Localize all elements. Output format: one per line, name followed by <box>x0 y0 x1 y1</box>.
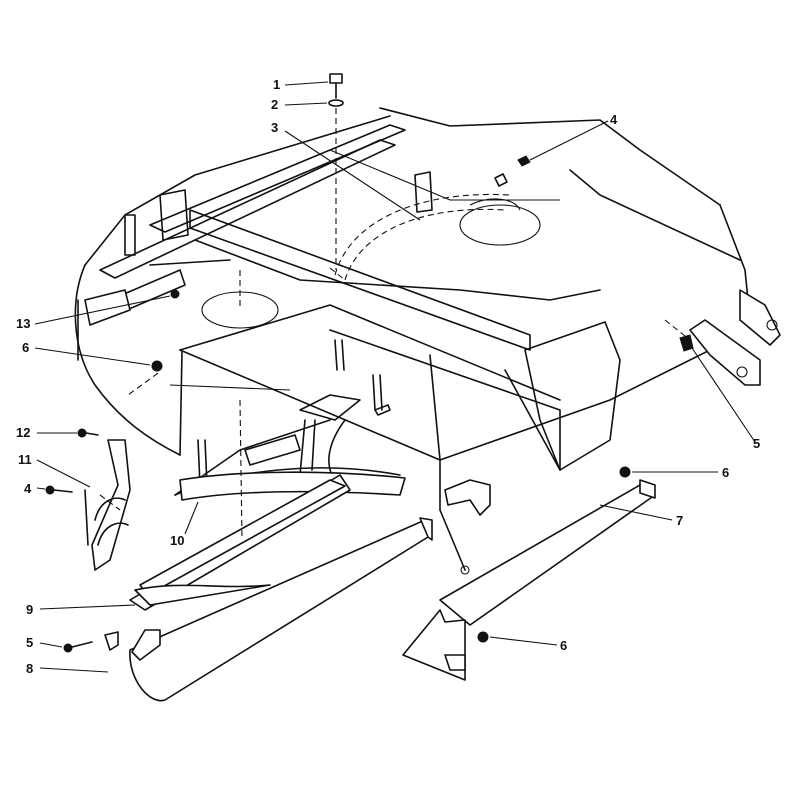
baffle-strip-part-9 <box>129 474 351 611</box>
callout-9: 9 <box>26 602 33 617</box>
skirt-plate-part-8 <box>104 517 433 702</box>
small-bracket-front <box>439 479 491 575</box>
callout-3: 3 <box>271 120 278 135</box>
skirt-plate-part-7 <box>402 479 656 681</box>
belt-shield-arc <box>329 193 521 281</box>
callout-labels: 1 2 3 4 13 6 5 12 11 4 6 7 10 9 5 6 8 <box>16 77 760 676</box>
callout-4-top: 4 <box>610 112 618 127</box>
callout-1: 1 <box>273 77 280 92</box>
nut-part-13 <box>170 289 180 299</box>
callout-2: 2 <box>271 97 278 112</box>
callout-5-left: 5 <box>26 635 33 650</box>
side-baffle-part-11 <box>84 439 131 571</box>
callout-6-right: 6 <box>722 465 729 480</box>
bolt-part-12 <box>77 428 99 438</box>
callout-13: 13 <box>16 316 30 331</box>
callout-11: 11 <box>18 452 32 467</box>
nut-part-6-bottom <box>477 631 489 643</box>
baffle-part-10 <box>179 471 406 501</box>
nut-part-4-deck <box>494 173 508 187</box>
callout-leaders <box>34 81 756 673</box>
callout-8: 8 <box>26 661 33 676</box>
callout-5-right: 5 <box>753 436 760 451</box>
top-brace <box>99 124 531 351</box>
mower-deck-housing <box>74 107 749 511</box>
nut-part-4-top <box>517 155 531 167</box>
callout-6-bottom: 6 <box>560 638 567 653</box>
bracket-part-5 <box>689 289 781 386</box>
bolt-part-4-left <box>45 485 73 495</box>
callout-10: 10 <box>170 533 184 548</box>
bracket-part-13-area <box>84 289 131 326</box>
callout-6-left: 6 <box>22 340 29 355</box>
bolt-part-5-right <box>679 334 694 352</box>
washer-part-2 <box>328 99 344 107</box>
bolt-part-1 <box>329 73 343 99</box>
callout-7: 7 <box>676 513 683 528</box>
callout-12: 12 <box>16 425 30 440</box>
bolt-part-5-left <box>63 641 93 653</box>
nut-part-6-left <box>151 360 163 372</box>
nut-part-6-right <box>619 466 631 478</box>
callout-4-left: 4 <box>24 481 32 496</box>
assembly-center-lines <box>99 108 691 541</box>
